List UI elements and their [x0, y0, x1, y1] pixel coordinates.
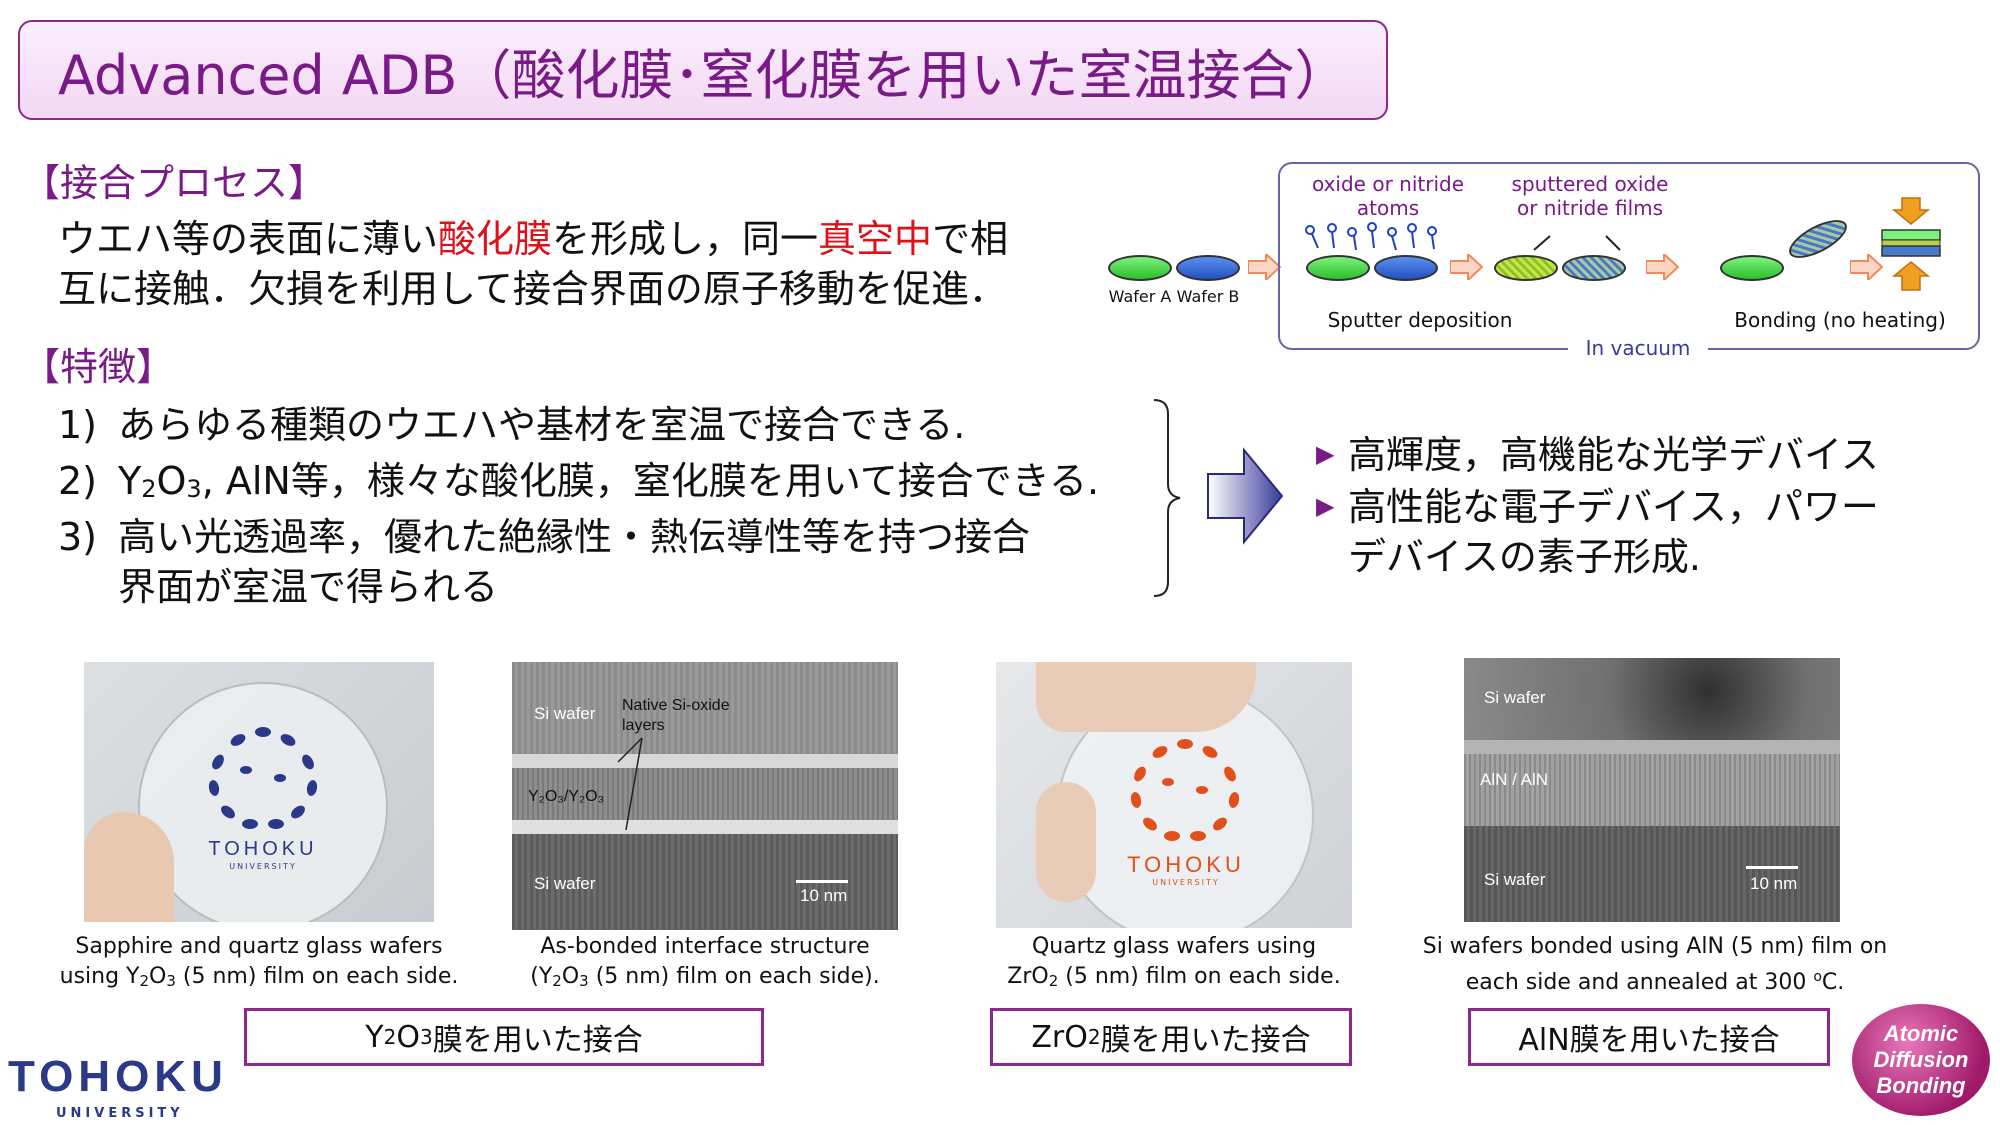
- caption-3: Quartz glass wafers using ZrO2 (5 nm) fi…: [1007, 934, 1341, 990]
- caption-4: Si wafers bonded using AlN (5 nm) film o…: [1422, 934, 1888, 995]
- wafer-disc: [138, 682, 388, 922]
- tem-si-wafer-bottom: Si wafer: [534, 874, 596, 893]
- photo-logo-text: TOHOKU: [208, 838, 318, 860]
- sputter-wafer-a-icon: [1306, 255, 1370, 281]
- tem-interface-label: Y₂O₃/Y₂O₃: [528, 788, 605, 805]
- tohoku-leaf-logo-icon: [1130, 739, 1240, 841]
- features-heading: 【特徴】: [22, 345, 175, 389]
- scale-bar: [1746, 866, 1798, 869]
- coated-wafer-a-icon: [1494, 255, 1558, 281]
- bracket-icon: [1153, 399, 1181, 597]
- sputter-deposition-label: Sputter deposition: [1327, 308, 1513, 332]
- photo-logo-subtext: UNIVERSITY: [1152, 878, 1220, 887]
- photo-logo-text: TOHOKU: [1127, 852, 1245, 877]
- arrow-icon: [1450, 254, 1484, 280]
- process-line-1: ウエハ等の表面に薄い酸化膜を形成し，同一真空中で相: [58, 217, 1009, 261]
- title-box: Advanced ADB（酸化膜･窒化膜を用いた室温接合）: [18, 20, 1388, 120]
- application-1: 高輝度，高機能な光学デバイス: [1348, 433, 1879, 477]
- result-arrow-icon: [1207, 447, 1284, 545]
- arrow-icon: [1248, 254, 1282, 280]
- adb-logo-line-3: Bonding: [1876, 1073, 1966, 1098]
- coated-wafer-b-icon: [1562, 255, 1626, 281]
- process-line-2: 互に接触．欠損を利用して接合界面の原子移動を促進．: [58, 267, 1007, 311]
- sputter-atoms-icon: [1305, 222, 1437, 251]
- tem-pointer-icon: [617, 737, 643, 831]
- photo-quartz-zro2: TOHOKU UNIVERSITY: [996, 662, 1352, 928]
- caption-2: As-bonded interface structure (Y2O3 (5 n…: [530, 934, 880, 990]
- feature-3-line-2: 界面が室温で得られる: [118, 565, 499, 609]
- feature-3-line-1: 高い光透過率，優れた絶縁性・熱伝導性等を持つ接合: [118, 515, 1031, 559]
- label-aln-bonding: AlN膜を用いた接合: [1468, 1008, 1830, 1066]
- tohoku-leaf-logo-icon: [208, 727, 318, 829]
- sputter-wafer-b-icon: [1374, 255, 1438, 281]
- process-description: ウエハ等の表面に薄い酸化膜を形成し，同一真空中で相 互に接触．欠損を利用して接合…: [58, 214, 1098, 314]
- page-title: Advanced ADB（酸化膜･窒化膜を用いた室温接合）: [58, 43, 1349, 107]
- feature-2: Y2O3, AlN等，様々な酸化膜，窒化膜を用いて接合できる.: [118, 459, 1100, 503]
- application-2-line-1: 高性能な電子デバイス，パワー: [1348, 485, 1879, 529]
- finger: [1036, 662, 1256, 732]
- tem-si-wafer-top: Si wafer: [534, 704, 596, 723]
- finger: [84, 812, 174, 922]
- film-pointer-icon: [1533, 235, 1621, 251]
- feature-1: あらゆる種類のウエハや基材を室温で接合できる.: [118, 403, 966, 447]
- photo-tem-aln: Si wafer AlN / AlN Si wafer 10 nm: [1464, 658, 1840, 922]
- tohoku-logo: TOHOKU: [8, 1052, 228, 1101]
- tem-scale-label: 10 nm: [800, 886, 848, 905]
- feature-3-num: 3): [58, 515, 98, 559]
- wafer-b-icon: [1176, 255, 1240, 281]
- bonded-stack-icon: [1881, 197, 1941, 291]
- tem-scale-label: 10 nm: [1750, 874, 1798, 893]
- feature-1-num: 1): [58, 403, 98, 447]
- wafer-a-label: Wafer A: [1108, 287, 1172, 306]
- tem-si-wafer-bottom: Si wafer: [1484, 870, 1546, 889]
- adb-logo-line-1: Atomic: [1883, 1021, 1959, 1046]
- wafer-b-label: Wafer B: [1176, 287, 1240, 306]
- vacuum-label: In vacuum: [1568, 336, 1708, 360]
- adb-logo: Atomic Diffusion Bonding: [1852, 1004, 1990, 1116]
- feature-2-num: 2): [58, 459, 98, 503]
- scale-bar: [796, 880, 848, 883]
- bullet-icon: ▶: [1316, 492, 1335, 520]
- finger: [1036, 782, 1096, 902]
- arrow-icon: [1850, 254, 1884, 280]
- tem-interface-label: AlN / AlN: [1480, 770, 1549, 789]
- wafer-a-icon: [1108, 255, 1172, 281]
- tohoku-logo-sub: UNIVERSITY: [56, 1106, 184, 1121]
- bonding-label: Bonding (no heating): [1734, 308, 1946, 332]
- photo-sapphire-wafer: TOHOKU UNIVERSITY: [84, 662, 434, 922]
- bond-wafer-a-icon: [1720, 255, 1784, 281]
- process-heading: 【接合プロセス】: [22, 161, 327, 205]
- application-2-line-2: デバイスの素子形成.: [1348, 535, 1701, 579]
- adb-logo-line-2: Diffusion: [1873, 1047, 1969, 1072]
- tem-si-wafer-top: Si wafer: [1484, 688, 1546, 707]
- caption-1: Sapphire and quartz glass wafers using Y…: [59, 934, 459, 990]
- bullet-icon: ▶: [1316, 440, 1335, 468]
- photo-logo-subtext: UNIVERSITY: [229, 862, 297, 871]
- arrow-icon: [1646, 254, 1680, 280]
